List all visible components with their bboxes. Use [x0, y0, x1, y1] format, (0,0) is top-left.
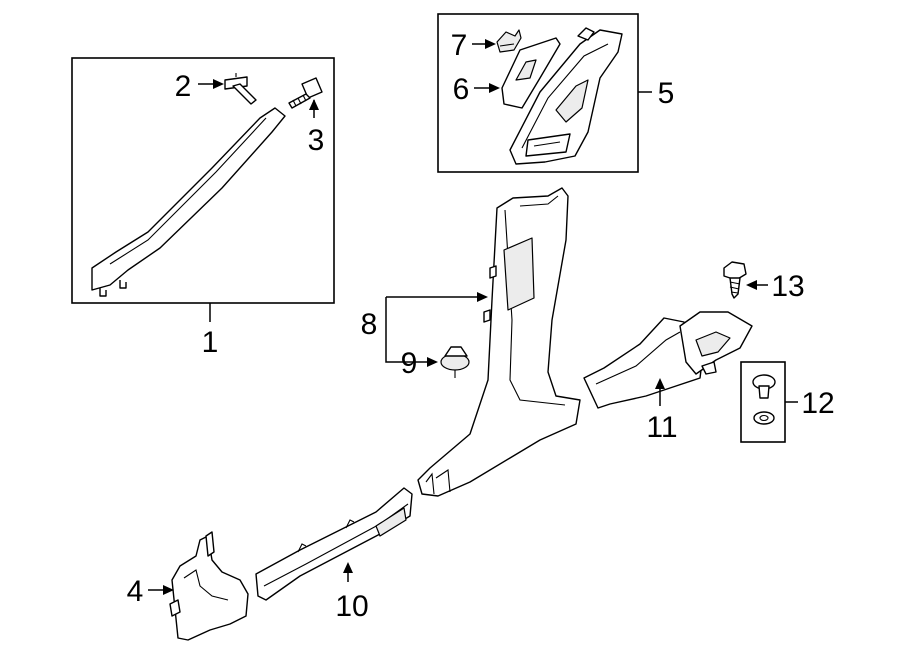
sill-plate-10 [255, 487, 413, 601]
group-box-5 [437, 13, 639, 173]
push-pin-2 [224, 73, 257, 105]
callout-3: 3 [308, 124, 325, 157]
rear-sill-trim-11 [583, 311, 753, 409]
b-pillar-lower-trim-8 [417, 187, 581, 497]
group-box-1 [71, 57, 335, 304]
callout-4: 4 [127, 575, 144, 608]
b-pillar-upper-trim-5 [509, 27, 623, 165]
callout-12: 12 [801, 387, 834, 420]
arrow-7 [485, 39, 496, 49]
callout-5: 5 [658, 77, 675, 110]
screw-3 [288, 77, 323, 109]
callout-8: 8 [361, 308, 378, 341]
bracket-8-9 [385, 297, 428, 363]
callout-11: 11 [646, 411, 677, 444]
callout-7: 7 [451, 29, 468, 62]
callout-13: 13 [771, 270, 804, 303]
a-pillar-trim [91, 107, 286, 297]
screw-13 [723, 261, 747, 299]
callout-9: 9 [401, 347, 418, 380]
fastener-12 [752, 374, 776, 425]
upper-trim-6 [501, 37, 561, 109]
arrow-11 [655, 378, 665, 389]
arrow-13 [746, 280, 757, 290]
clip-7 [496, 29, 522, 53]
arrow-8 [477, 292, 488, 302]
arrow-10 [343, 562, 353, 573]
callout-10: 10 [335, 590, 368, 623]
arrow-3 [309, 99, 319, 110]
callout-6: 6 [453, 73, 470, 106]
arrow-6 [489, 83, 500, 93]
group-box-12 [740, 361, 786, 443]
callout-2: 2 [175, 70, 192, 103]
callout-1: 1 [202, 326, 219, 359]
arrow-9 [427, 357, 438, 367]
arrow-4 [163, 585, 174, 595]
kick-panel-4 [169, 531, 249, 641]
clip-9 [440, 346, 470, 378]
arrow-2 [213, 79, 224, 89]
